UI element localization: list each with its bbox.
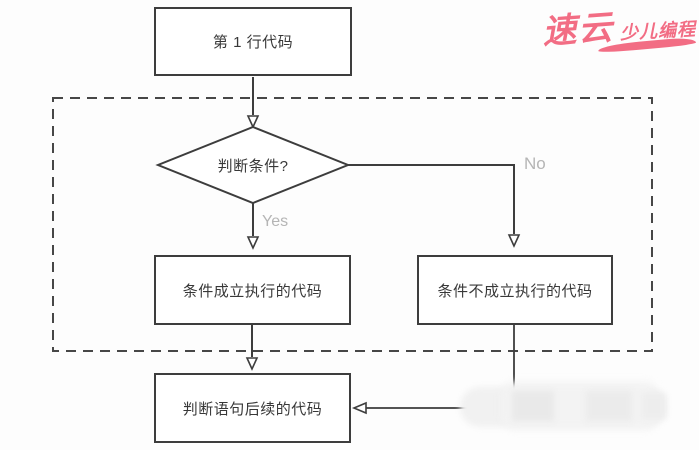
node-first-line-code: 第 1 行代码	[154, 7, 352, 76]
node-true-branch-code: 条件成立执行的代码	[154, 255, 351, 325]
arrowhead-condition-top	[246, 115, 260, 129]
edge-no	[348, 164, 515, 234]
censor-blob-segment	[512, 391, 554, 421]
arrowhead-next-right	[351, 401, 367, 415]
node-subsequent-code-label: 判断语句后续的代码	[182, 400, 323, 418]
node-condition-label: 判断条件?	[217, 157, 289, 175]
node-subsequent-code: 判断语句后续的代码	[154, 373, 351, 443]
censor-blob-segment	[586, 391, 632, 421]
node-false-branch-code: 条件不成立执行的代码	[417, 255, 613, 325]
edge-label-yes: Yes	[262, 213, 289, 230]
edge-label-no: No	[524, 154, 546, 173]
arrowhead-false-branch-top	[507, 234, 521, 248]
blurred-censor-patch	[458, 381, 672, 433]
censor-blob-segment	[642, 393, 666, 419]
arrowhead-next-top	[245, 357, 259, 371]
node-false-branch-code-label: 条件不成立执行的代码	[437, 282, 593, 300]
node-first-line-code-label: 第 1 行代码	[212, 34, 294, 51]
node-true-branch-code-label: 条件成立执行的代码	[182, 282, 323, 300]
arrowhead-true-branch-top	[246, 236, 260, 250]
node-condition: 判断条件?	[158, 127, 348, 203]
